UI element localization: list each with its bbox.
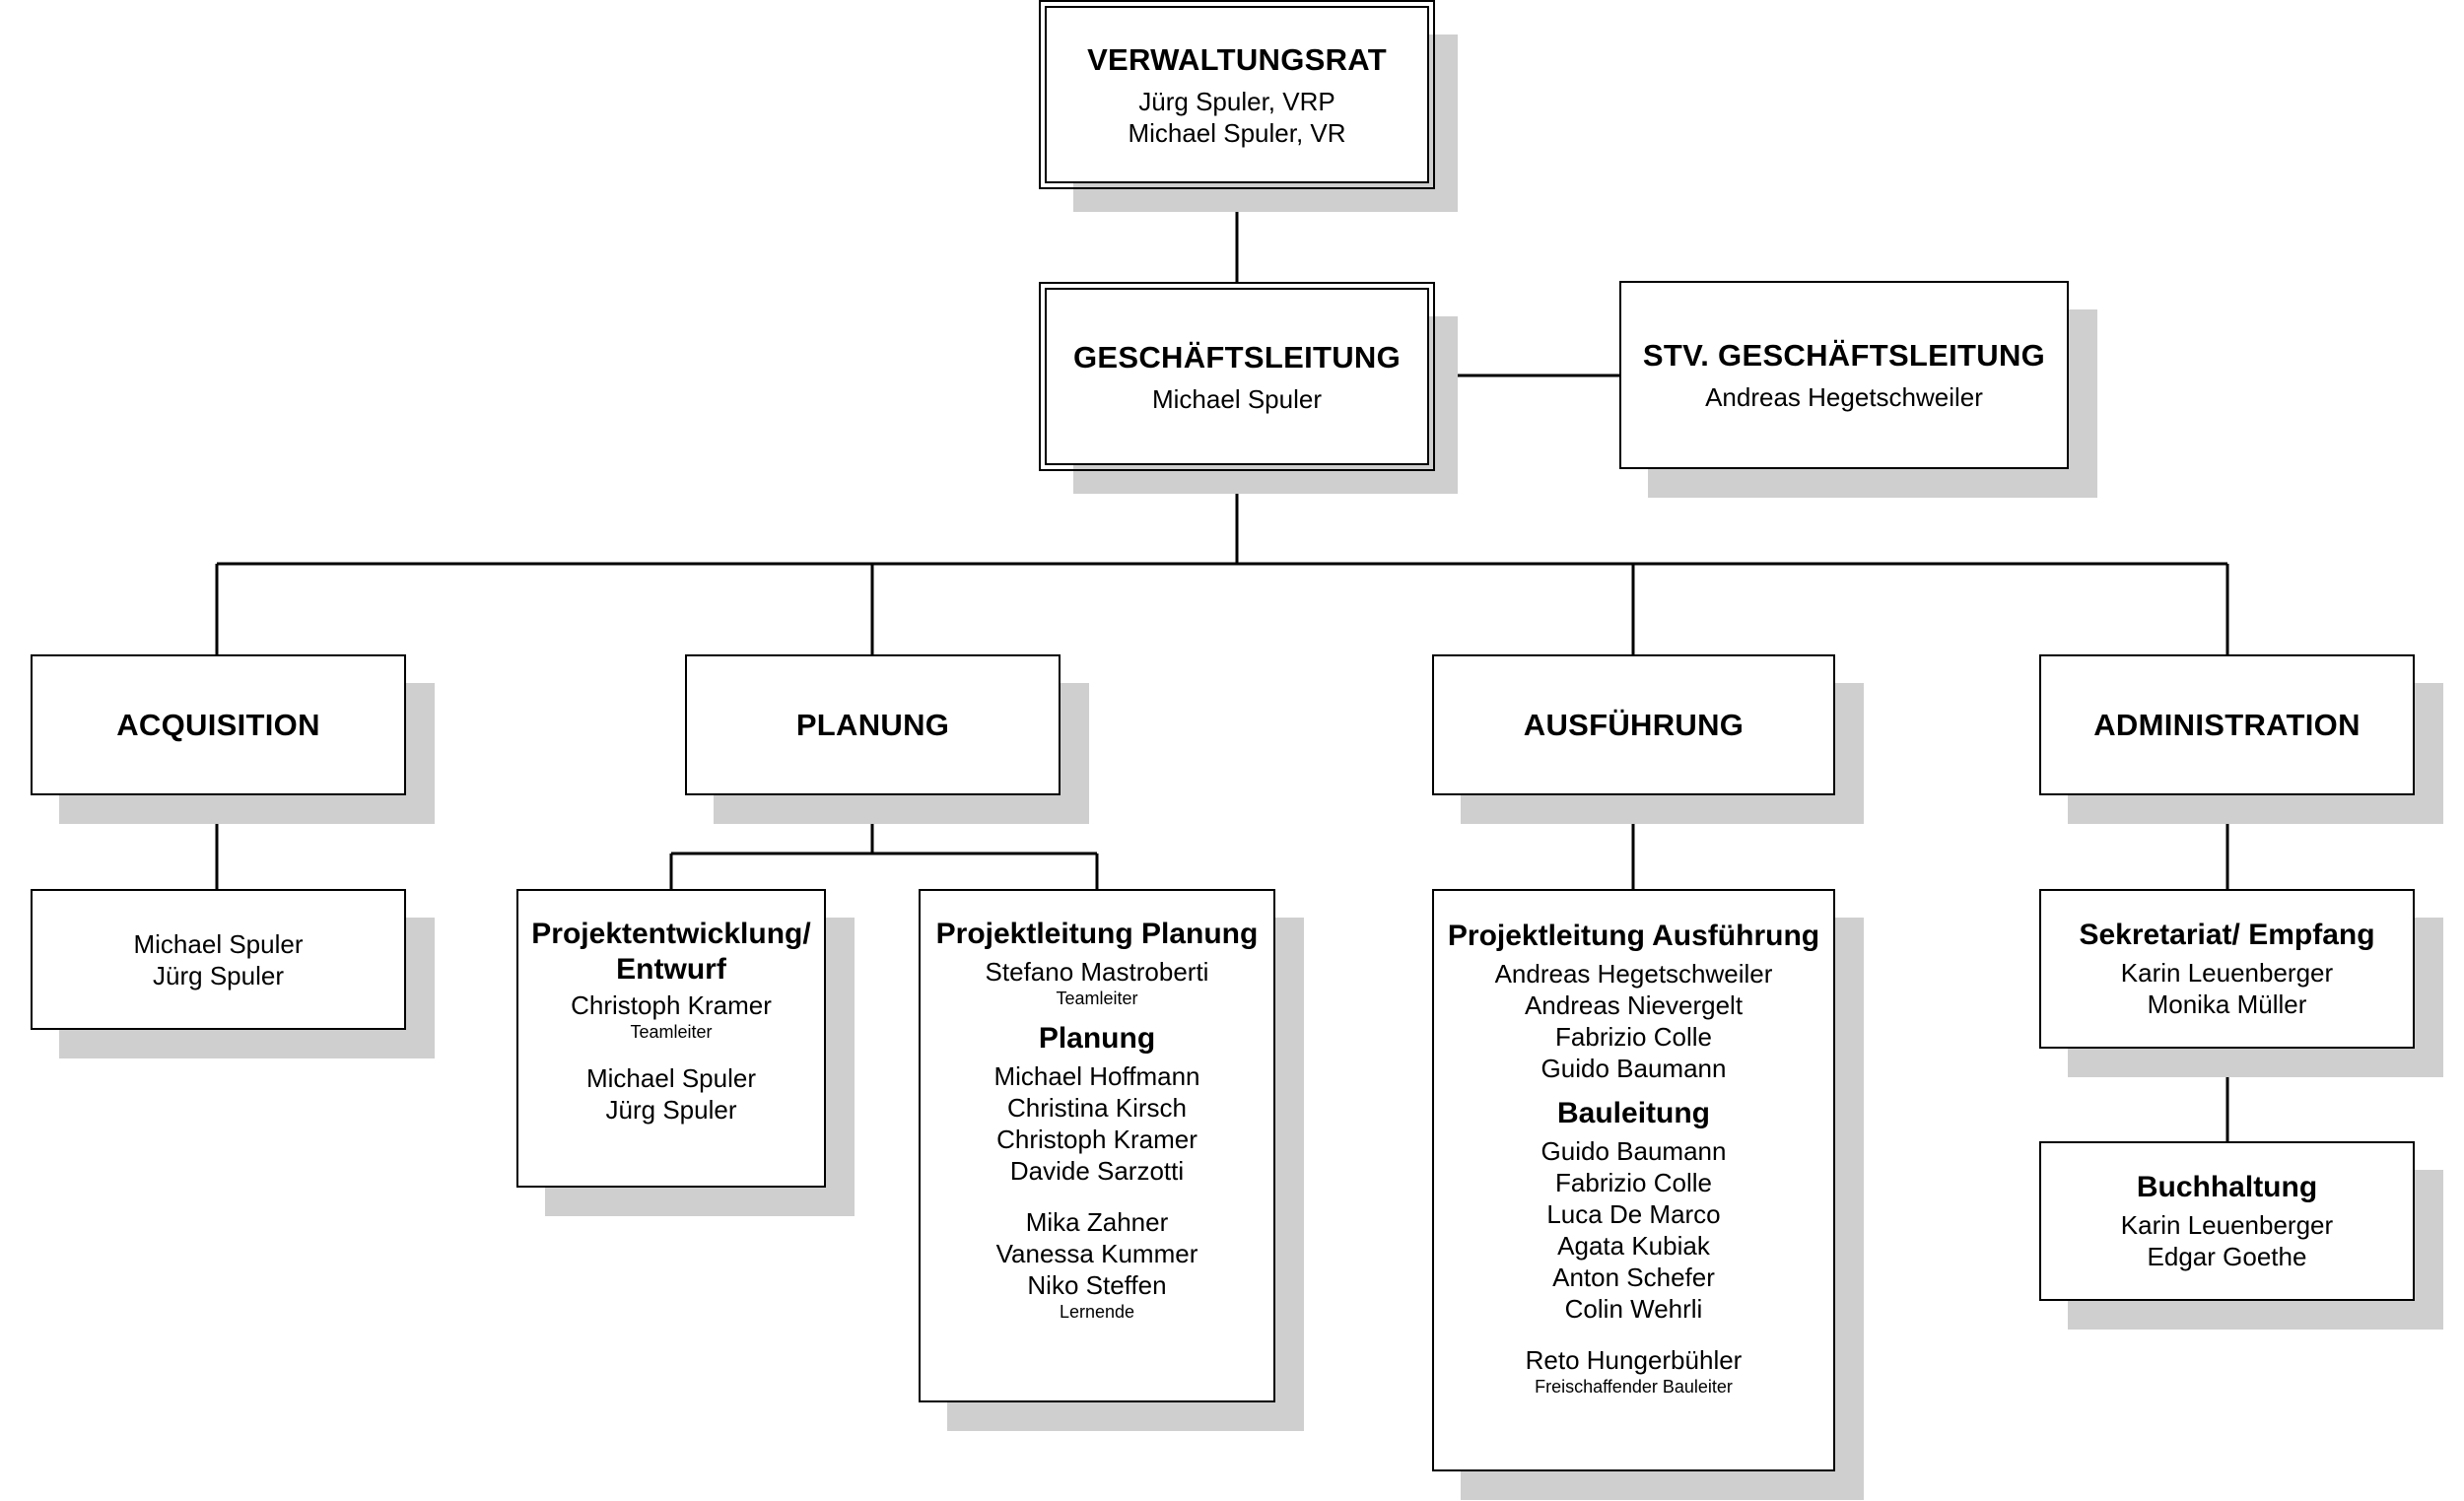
projektentwicklung-box: Projektentwicklung/ Entwurf Christoph Kr… — [516, 889, 826, 1188]
management-title: GESCHÄFTSLEITUNG — [1072, 339, 1402, 375]
projektentwicklung-member: Jürg Spuler — [605, 1095, 737, 1125]
planung-subtitle: Planung — [1038, 1022, 1156, 1055]
administration-box: ADMINISTRATION — [2039, 654, 2415, 795]
bauleitung-member: Luca De Marco — [1546, 1199, 1721, 1229]
acquisition-member: Michael Spuler — [133, 928, 304, 959]
ausfuehrung-member: Andreas Nievergelt — [1524, 990, 1744, 1020]
apprentices-role: Lernende — [1059, 1302, 1135, 1322]
bauleitung-member: Guido Baumann — [1540, 1136, 1727, 1166]
projektentwicklung-member: Michael Spuler — [586, 1063, 756, 1093]
projektleitung-planung-lead-role: Teamleiter — [1056, 989, 1138, 1008]
apprentice: Niko Steffen — [1027, 1270, 1167, 1300]
management-name: Michael Spuler — [1152, 383, 1322, 414]
planung-title: PLANUNG — [795, 708, 950, 742]
board-member: Jürg Spuler, VRP — [1138, 86, 1335, 116]
buchhaltung-box: Buchhaltung Karin Leuenberger Edgar Goet… — [2039, 1141, 2415, 1301]
sekretariat-box: Sekretariat/ Empfang Karin Leuenberger M… — [2039, 889, 2415, 1049]
freelancer-name: Reto Hungerbühler — [1525, 1345, 1743, 1375]
buchhaltung-member: Karin Leuenberger — [2120, 1210, 2334, 1240]
bauleitung-member: Agata Kubiak — [1557, 1231, 1710, 1261]
sekretariat-title: Sekretariat/ Empfang — [2079, 919, 2375, 951]
projektentwicklung-title: Projektentwicklung/ Entwurf — [531, 918, 811, 986]
sekretariat-member: Monika Müller — [2147, 989, 2307, 1019]
management-box: GESCHÄFTSLEITUNG Michael Spuler — [1039, 282, 1435, 471]
sekretariat-member: Karin Leuenberger — [2120, 958, 2334, 988]
planung-member: Davide Sarzotti — [1009, 1156, 1185, 1186]
ausfuehrung-title: AUSFÜHRUNG — [1523, 708, 1745, 742]
administration-title: ADMINISTRATION — [2093, 708, 2361, 742]
apprentice: Mika Zahner — [1025, 1207, 1169, 1237]
board-box: VERWALTUNGSRAT Jürg Spuler, VRP Michael … — [1039, 0, 1435, 189]
projektleitung-planung-lead: Stefano Mastroberti — [985, 957, 1209, 987]
ausfuehrung-box: AUSFÜHRUNG — [1432, 654, 1835, 795]
planung-member: Christoph Kramer — [996, 1125, 1198, 1154]
board-member: Michael Spuler, VR — [1128, 117, 1346, 148]
planung-member: Michael Hoffmann — [993, 1061, 1200, 1091]
bauleitung-member: Anton Schefer — [1552, 1262, 1715, 1292]
ausfuehrung-member: Fabrizio Colle — [1555, 1022, 1712, 1052]
projektleitung-ausfuehrung-box: Projektleitung Ausführung Andreas Hegets… — [1432, 889, 1835, 1471]
projektleitung-planung-box: Projektleitung Planung Stefano Mastrober… — [919, 889, 1275, 1402]
planung-member: Christina Kirsch — [1006, 1093, 1188, 1123]
ausfuehrung-member: Guido Baumann — [1540, 1054, 1727, 1083]
projektentwicklung-lead: Christoph Kramer — [571, 990, 772, 1020]
buchhaltung-member: Edgar Goethe — [2147, 1242, 2307, 1271]
bauleitung-member: Fabrizio Colle — [1555, 1168, 1712, 1197]
ausfuehrung-member: Andreas Hegetschweiler — [1494, 959, 1773, 989]
acquisition-box: ACQUISITION — [31, 654, 406, 795]
deputy-box: STV. GESCHÄFTSLEITUNG Andreas Hegetschwe… — [1619, 281, 2069, 469]
acquisition-title: ACQUISITION — [116, 708, 320, 742]
acquisition-members-box: Michael Spuler Jürg Spuler — [31, 889, 406, 1030]
apprentice: Vanessa Kummer — [995, 1239, 1198, 1268]
freelancer-role: Freischaffender Bauleiter — [1535, 1377, 1733, 1397]
planung-box: PLANUNG — [685, 654, 1061, 795]
board-title: VERWALTUNGSRAT — [1087, 41, 1387, 77]
deputy-name: Andreas Hegetschweiler — [1705, 382, 1983, 412]
projektentwicklung-lead-role: Teamleiter — [630, 1022, 713, 1042]
bauleitung-subtitle: Bauleitung — [1557, 1097, 1710, 1129]
projektleitung-ausfuehrung-title: Projektleitung Ausführung — [1447, 920, 1820, 952]
bauleitung-member: Colin Wehrli — [1564, 1294, 1703, 1324]
projektleitung-planung-title: Projektleitung Planung — [935, 918, 1259, 950]
acquisition-member: Jürg Spuler — [153, 960, 284, 990]
buchhaltung-title: Buchhaltung — [2136, 1171, 2318, 1203]
deputy-title: STV. GESCHÄFTSLEITUNG — [1642, 338, 2046, 373]
